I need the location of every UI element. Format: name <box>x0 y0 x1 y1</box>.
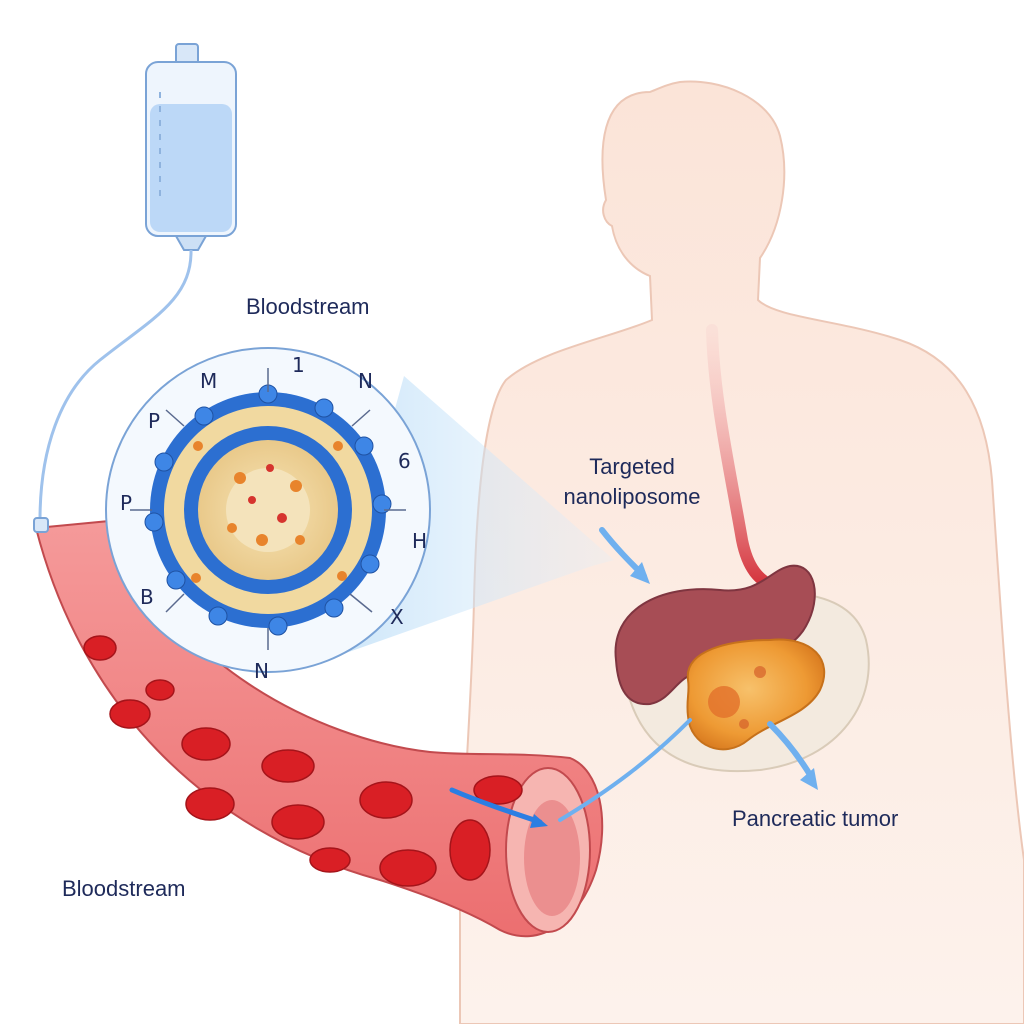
tumor-spot <box>754 666 766 678</box>
targeted-nanoliposome-label: Targeted nanoliposome <box>532 452 732 512</box>
tumor-core <box>708 686 740 718</box>
ligand-glyph: X <box>390 605 404 629</box>
ligand-glyphs: M 1 N P 6 P H B X N <box>120 353 427 683</box>
ligand-spikes <box>130 368 406 650</box>
nanoliposome <box>144 384 392 636</box>
ligand-glyph: N <box>254 659 269 683</box>
ligand-glyph: B <box>140 585 154 609</box>
targeted-label-line2: nanoliposome <box>563 484 701 509</box>
stomach <box>614 564 816 706</box>
ligand-glyph: M <box>200 369 217 393</box>
ligand-glyph: 6 <box>398 449 411 473</box>
bloodstream-label-bottom: Bloodstream <box>62 876 186 901</box>
ligand-glyph: P <box>120 491 132 515</box>
ligand-glyph: 1 <box>292 353 305 377</box>
red-blood-cells <box>83 635 523 887</box>
bloodstream-label-top: Bloodstream <box>246 294 370 319</box>
targeted-label-line1: Targeted <box>589 454 675 479</box>
pancreatic-tumor-label: Pancreatic tumor <box>732 806 899 831</box>
vessel-lumen <box>524 800 580 916</box>
iv-bag <box>145 43 237 251</box>
ligand-glyph: N <box>358 369 373 393</box>
iv-tube <box>38 249 193 521</box>
esophagus <box>706 324 778 592</box>
arrow-in-vessel <box>449 787 543 825</box>
pancreatic-tumor-mass <box>686 638 826 751</box>
tumor-spot <box>739 719 749 729</box>
arrow-vessel-to-tumor <box>558 718 692 822</box>
arrow-heads <box>530 562 818 828</box>
iv-connector <box>33 517 49 533</box>
arrow-to-tumor-label <box>767 721 815 781</box>
ligand-glyph: P <box>148 409 160 433</box>
ligand-glyph: H <box>412 529 427 553</box>
